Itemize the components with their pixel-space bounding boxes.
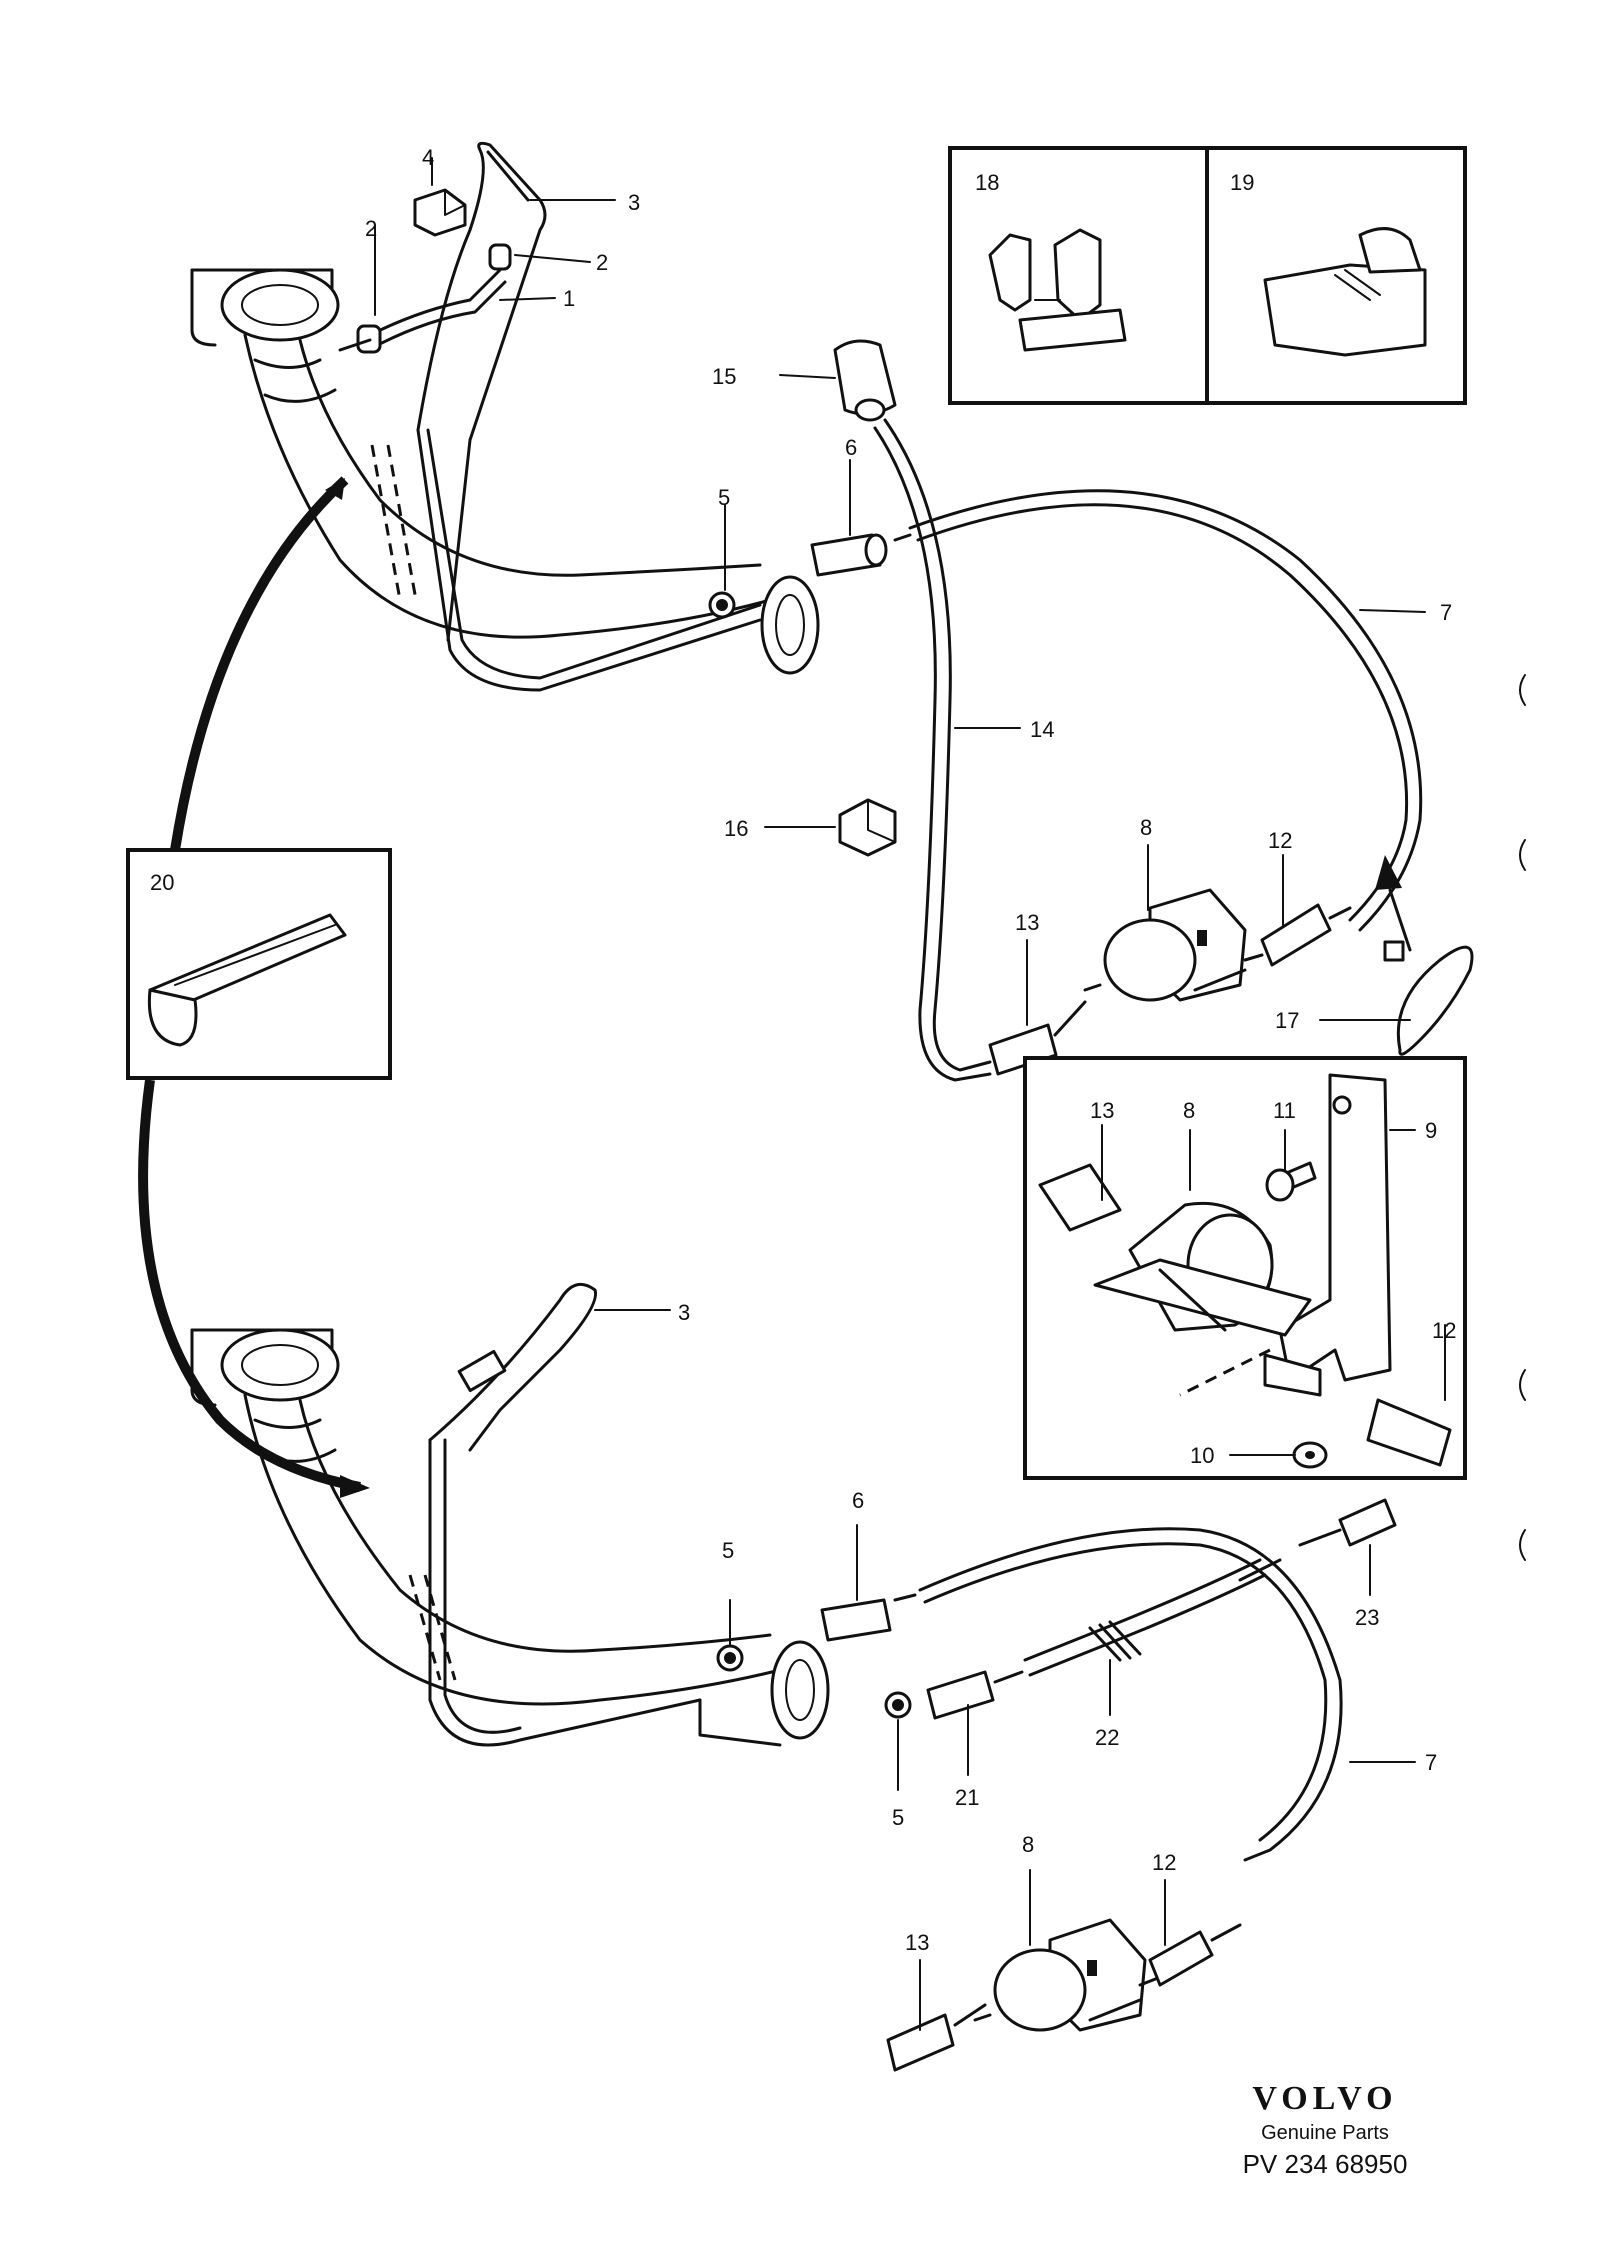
callout-9: 9 xyxy=(1425,1118,1437,1143)
callout-7: 7 xyxy=(1425,1750,1437,1775)
callout-17: 17 xyxy=(1275,1008,1299,1033)
callout-12: 12 xyxy=(1268,828,1292,853)
callout-labels: 1 2 2 3 3 4 5 5 5 6 6 7 7 8 8 8 9 10 11 … xyxy=(150,145,1456,1955)
callout-14: 14 xyxy=(1030,717,1054,742)
callout-12: 12 xyxy=(1432,1318,1456,1343)
brand-tagline: Genuine Parts xyxy=(1261,2122,1389,2144)
callout-8: 8 xyxy=(1183,1098,1195,1123)
callout-1: 1 xyxy=(563,286,575,311)
callout-13: 13 xyxy=(1090,1098,1114,1123)
callout-13: 13 xyxy=(905,1930,929,1955)
callout-2: 2 xyxy=(596,250,608,275)
callout-21: 21 xyxy=(955,1785,979,1810)
callout-22: 22 xyxy=(1095,1725,1119,1750)
callout-19: 19 xyxy=(1230,170,1254,195)
inset-box-18-19 xyxy=(948,146,1467,405)
callout-7: 7 xyxy=(1440,600,1452,625)
volvo-logo: VOLVO xyxy=(1252,2080,1398,2117)
inset-box-20 xyxy=(126,848,392,1080)
margin-marks xyxy=(1519,674,1526,1561)
top-filler-assembly xyxy=(170,141,1474,1082)
callout-23: 23 xyxy=(1355,1605,1379,1630)
callout-6: 6 xyxy=(845,435,857,460)
callout-5: 5 xyxy=(892,1805,904,1830)
callout-20: 20 xyxy=(150,870,174,895)
callout-10: 10 xyxy=(1190,1443,1214,1468)
callout-12: 12 xyxy=(1152,1850,1176,1875)
reference-number: PV 234 68950 xyxy=(1242,2149,1408,2179)
callout-3: 3 xyxy=(678,1300,690,1325)
callout-5: 5 xyxy=(722,1538,734,1563)
callout-15: 15 xyxy=(712,364,736,389)
callout-3: 3 xyxy=(628,190,640,215)
callout-8: 8 xyxy=(1022,1832,1034,1857)
clip-19-illustration xyxy=(1263,227,1427,357)
callout-2: 2 xyxy=(365,216,377,241)
callout-18: 18 xyxy=(975,170,999,195)
brand-block: VOLVO Genuine Parts PV 234 68950 xyxy=(1180,2080,1470,2180)
callout-4: 4 xyxy=(422,145,434,170)
clip-18-illustration xyxy=(988,228,1127,352)
callout-8: 8 xyxy=(1140,815,1152,840)
callout-11: 11 xyxy=(1273,1098,1296,1123)
leader-lines xyxy=(374,157,1446,2031)
callout-13: 13 xyxy=(1015,910,1039,935)
callout-16: 16 xyxy=(724,816,748,841)
callout-5: 5 xyxy=(718,485,730,510)
callout-6: 6 xyxy=(852,1488,864,1513)
inset-box-valve-mount xyxy=(1023,1056,1467,1480)
bottom-filler-assembly xyxy=(190,1282,1397,2072)
